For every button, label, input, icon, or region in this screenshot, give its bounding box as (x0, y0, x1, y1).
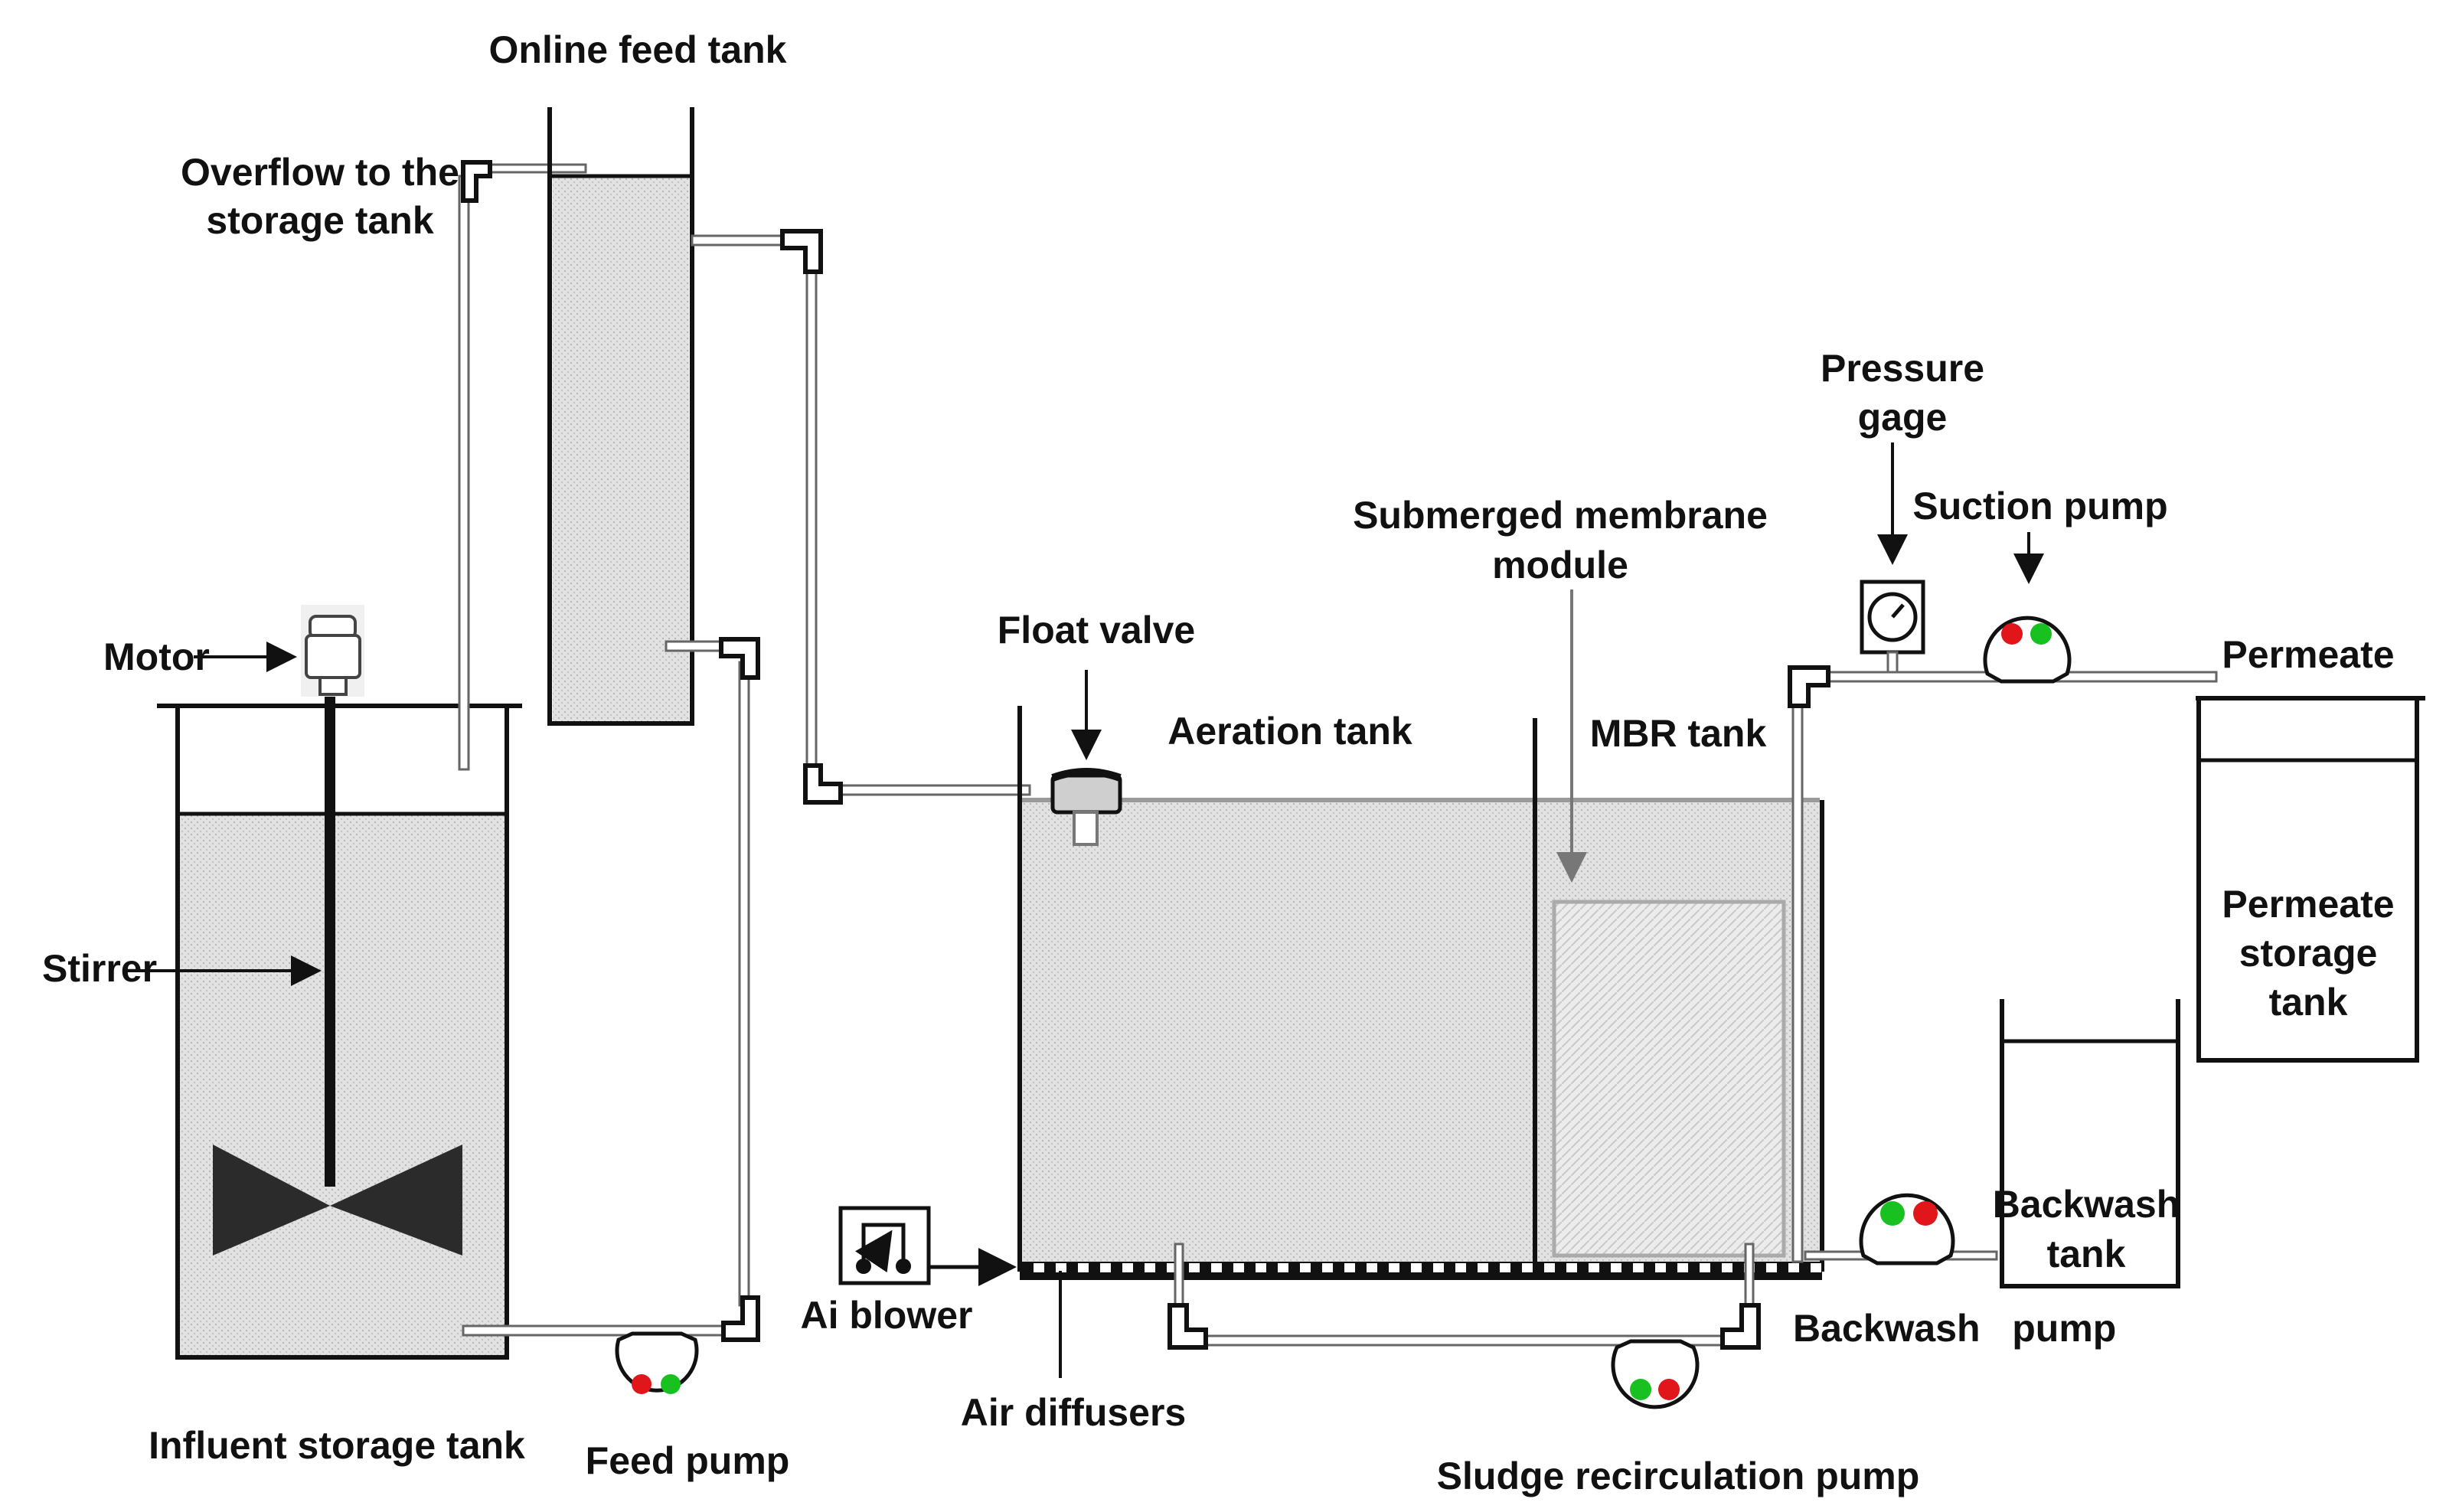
diffuser-slot (1233, 1263, 1244, 1272)
feed-pump-line (462, 637, 760, 1342)
diffuser-slot (1633, 1263, 1644, 1272)
diffuser-slot (1322, 1263, 1333, 1272)
label-suction-pump: Suction pump (1912, 485, 2167, 527)
float-valve (1050, 768, 1122, 846)
label-motor: Motor (103, 635, 210, 678)
diffuser-slot (1766, 1263, 1777, 1272)
diffuser-slot (1478, 1263, 1488, 1272)
suction-pump (1983, 616, 2072, 684)
diffuser-slot (1389, 1263, 1399, 1272)
label-overflow-line2: storage tank (206, 199, 434, 242)
elbow-fitting-icon (780, 229, 823, 274)
diffuser-slot (1411, 1263, 1422, 1272)
sludge-recirculation-pump (1611, 1339, 1700, 1409)
diffuser-slot (1189, 1263, 1200, 1272)
diffuser-slot (1589, 1263, 1599, 1272)
label-pressure-line1: Pressure (1821, 347, 1984, 390)
diffuser-slot (1811, 1263, 1821, 1272)
feed-line-pipe (691, 229, 1031, 805)
diffuser-slot (1278, 1263, 1288, 1272)
label-stirrer: Stirrer (42, 947, 157, 990)
diffuser-slot (1700, 1263, 1710, 1272)
elbow-fitting-icon (803, 763, 843, 805)
label-online-feed-tank: Online feed tank (489, 28, 787, 71)
overflow-pipe (458, 160, 587, 771)
diffuser-slot (1211, 1263, 1222, 1272)
diffuser-slot (1788, 1263, 1799, 1272)
diffuser-slot (1145, 1263, 1155, 1272)
feed-pump (615, 1331, 699, 1394)
elbow-fitting-icon (461, 160, 492, 203)
elbow-fitting-icon (1720, 1303, 1761, 1350)
influent-storage-tank (157, 704, 522, 1360)
impeller-icon (213, 1145, 330, 1256)
pump-icon (1611, 1339, 1700, 1409)
diffuser-slot (1722, 1263, 1732, 1272)
backwash-pump (1859, 1193, 1955, 1265)
elbow-fitting-icon (1788, 665, 1830, 708)
label-membrane-line1: Submerged membrane (1353, 494, 1768, 537)
label-aeration-tank: Aeration tank (1167, 710, 1412, 753)
diffuser-slot (1455, 1263, 1466, 1272)
label-backwash-tank-line2: tank (2047, 1233, 2126, 1275)
diffuser-slot (1122, 1263, 1133, 1272)
diffuser-slot (1034, 1263, 1044, 1272)
pump-icon (615, 1331, 699, 1393)
sludge-recirculation-line (1167, 1243, 1761, 1350)
label-backwash-tank-line1: Backwash (1993, 1183, 2180, 1226)
stirrer (213, 697, 462, 1256)
diffuser-slot (1100, 1263, 1111, 1272)
label-air-diffusers: Air diffusers (961, 1391, 1187, 1434)
blower-icon (838, 1206, 931, 1285)
diffuser-slot (1522, 1263, 1533, 1272)
submerged-membrane-module (1552, 900, 1786, 1258)
diffuser-slot (1566, 1263, 1577, 1272)
label-feed-pump: Feed pump (586, 1439, 790, 1482)
air-diffusers (1020, 1262, 1822, 1280)
label-membrane-line2: module (1492, 544, 1628, 586)
diffuser-slot (1677, 1263, 1688, 1272)
diffuser-slot (1544, 1263, 1555, 1272)
diffuser-slot (1300, 1263, 1311, 1272)
elbow-fitting-icon (721, 1295, 760, 1342)
label-backwash-pump: Backwash pump (1793, 1307, 2116, 1350)
diffuser-slot (1078, 1263, 1089, 1272)
pressure-gauge-icon (1860, 580, 1925, 674)
label-air-blower: Ai blower (800, 1294, 972, 1337)
backwash-tank (2000, 999, 2180, 1288)
online-feed-tank (547, 107, 694, 726)
pump-icon (1859, 1193, 1955, 1265)
label-permeate-tank-line1: Permeate (2222, 883, 2394, 926)
diffuser-slot (1367, 1263, 1377, 1272)
label-sludge-pump: Sludge recirculation pump (1437, 1455, 1920, 1497)
label-permeate-tank-line2: storage (2239, 932, 2378, 975)
label-mbr-tank: MBR tank (1590, 712, 1767, 755)
permeate-storage-tank (2196, 696, 2425, 1063)
label-permeate-tank-line3: tank (2269, 981, 2348, 1024)
label-float-valve: Float valve (998, 609, 1195, 651)
pump-icon (1983, 616, 2072, 684)
label-permeate: Permeate (2222, 633, 2394, 676)
motor-icon (301, 605, 364, 697)
label-influent-storage-tank: Influent storage tank (149, 1424, 525, 1467)
diffuser-slot (1256, 1263, 1266, 1272)
diffuser-slot (1344, 1263, 1355, 1272)
elbow-fitting-icon (719, 637, 760, 680)
label-overflow-line1: Overflow to the (181, 151, 459, 194)
diffuser-slot (1611, 1263, 1621, 1272)
label-pressure-line2: gage (1858, 396, 1948, 439)
elbow-fitting-icon (1167, 1303, 1208, 1350)
diffuser-slot (1056, 1263, 1066, 1272)
diffuser-slot (1655, 1263, 1666, 1272)
diffuser-slot (1500, 1263, 1510, 1272)
diffuser-slot (1433, 1263, 1444, 1272)
